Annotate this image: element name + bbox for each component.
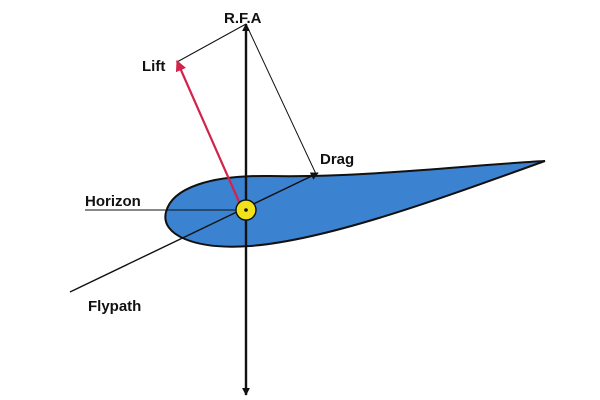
- construction-line-lift-to-rfa: [176, 23, 247, 63]
- flypath-line: [69, 172, 319, 293]
- horizon-label: Horizon: [85, 193, 141, 210]
- flypath-label: Flypath: [88, 298, 141, 315]
- lift-label: Lift: [142, 58, 165, 75]
- rfa-label: R.F.A: [224, 10, 262, 27]
- drag-label: Drag: [320, 151, 354, 168]
- lift-arrow: [175, 59, 242, 205]
- construction-line-rfa-to-drag: [245, 23, 317, 175]
- airfoil: [164, 160, 546, 248]
- center-of-pressure-marker: [235, 199, 257, 221]
